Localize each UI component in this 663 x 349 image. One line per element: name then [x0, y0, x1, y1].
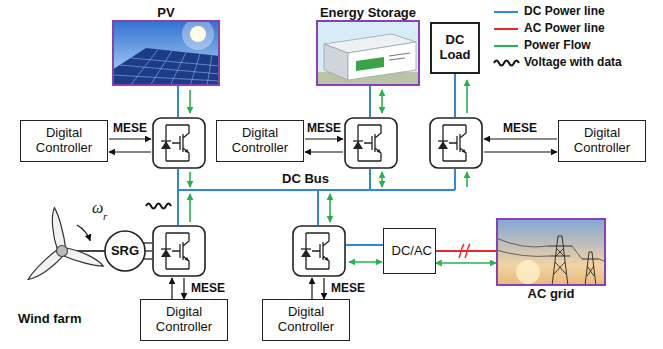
node-label: Digital Controller: [269, 305, 344, 335]
legend-line: [494, 11, 518, 13]
controller-box: Digital Controller: [558, 120, 646, 163]
legend-sample: [492, 23, 520, 35]
speed-subscript: r: [103, 210, 107, 223]
node-label: Digital Controller: [565, 126, 640, 156]
legend: DC Power line AC Power linePower FlowVolt…: [492, 3, 622, 71]
inverter-box: DC/AC: [383, 228, 436, 274]
signal-label: MESE: [331, 282, 365, 296]
legend-sample: [492, 40, 520, 52]
legend-text: DC Power line: [524, 5, 605, 19]
legend-wave: [494, 60, 519, 65]
node-label: Digital Controller: [27, 126, 102, 156]
voltage-data-wave: [146, 204, 171, 209]
signal-label: MESE: [503, 122, 537, 136]
converter-symbol: [153, 118, 482, 276]
legend-sample: [492, 6, 520, 18]
legend-row: Voltage with data: [492, 54, 622, 71]
power-flow-arrow: [436, 262, 497, 264]
part-label: Wind farm: [18, 312, 81, 327]
signal-arrow: [109, 139, 557, 299]
legend-sample: [492, 57, 520, 69]
storage-photo-frame: Energy Storage: [316, 20, 420, 86]
controller-box: Digital Controller: [20, 120, 108, 163]
grid-photo-frame: AC grid: [496, 218, 606, 286]
signal-label: MESE: [307, 122, 341, 136]
node-label: SRG: [111, 244, 139, 259]
image-caption: PV: [157, 6, 174, 21]
node-label: Digital Controller: [147, 305, 222, 335]
node-label: DC/AC: [392, 244, 427, 259]
generator-circle: SRG: [104, 230, 146, 272]
load-box: DC Load: [430, 22, 480, 74]
legend-line: [494, 45, 518, 47]
circle-outline: [105, 231, 145, 271]
ac-power-line: [436, 250, 497, 252]
legend-row: AC Power line: [492, 20, 622, 37]
legend-text: Power Flow: [524, 39, 591, 53]
ac-grid-photo: [496, 218, 606, 286]
node-label: DC Load: [437, 33, 473, 63]
wind-turbine: [26, 207, 106, 283]
image-caption: AC grid: [528, 287, 575, 302]
speed-symbol: ω: [92, 199, 103, 217]
node-label: Digital Controller: [223, 126, 298, 156]
image-caption: Energy Storage: [320, 6, 416, 21]
energy-storage-photo: [316, 20, 420, 86]
legend-text: AC Power line: [524, 22, 605, 36]
signal-label: MESE: [113, 122, 147, 136]
pv-photo: [112, 18, 220, 86]
legend-row: Power Flow: [492, 37, 622, 54]
bus-label: DC Bus: [282, 172, 329, 187]
dc-power-line: [178, 74, 455, 245]
legend-line: [494, 28, 518, 30]
pv-photo-frame: PV: [112, 20, 220, 86]
legend-row: DC Power line: [492, 3, 622, 20]
signal-label: MESE: [191, 282, 225, 296]
legend-text: Voltage with data: [524, 56, 622, 70]
controller-box: Digital Controller: [140, 299, 228, 342]
controller-box: Digital Controller: [216, 120, 304, 163]
controller-box: Digital Controller: [262, 299, 350, 342]
